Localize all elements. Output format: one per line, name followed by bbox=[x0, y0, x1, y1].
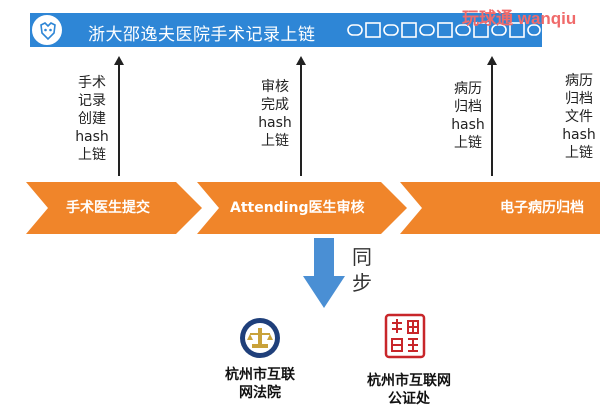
sync-label: 同 步 bbox=[352, 245, 372, 295]
step-chevron-2 bbox=[197, 182, 407, 234]
upload-label-2: 审核 完成 hash 上链 bbox=[258, 79, 292, 149]
hospital-logo-icon bbox=[30, 13, 64, 47]
upload-label-1: 手术 记录 创建 hash 上链 bbox=[75, 75, 109, 163]
upload-label-3: 病历 归档 hash 上链 bbox=[451, 81, 485, 151]
step-chevron-3 bbox=[400, 182, 600, 234]
step-label-3: 电子病历归档 bbox=[500, 200, 584, 216]
header-bar: 浙大邵逸夫医院手术记录上链 bbox=[30, 13, 542, 47]
up-arrow-line-3 bbox=[491, 64, 493, 176]
upload-label-4: 病历 归档 文件 hash 上链 bbox=[562, 73, 596, 161]
notary-label: 杭州市互联网 公证处 bbox=[367, 373, 451, 407]
step-label-1: 手术医生提交 bbox=[66, 200, 150, 216]
up-arrow-line-2 bbox=[300, 64, 302, 176]
up-arrow-3 bbox=[487, 56, 497, 65]
page-title: 浙大邵逸夫医院手术记录上链 bbox=[88, 25, 316, 45]
notary-seal-icon bbox=[384, 313, 426, 359]
watermark: 玩球通 wanqiu bbox=[462, 9, 577, 28]
blockchain-chain-icon bbox=[347, 22, 541, 38]
up-arrow-line-1 bbox=[118, 64, 120, 176]
court-emblem-icon bbox=[240, 318, 280, 358]
sync-down-arrow-icon bbox=[303, 238, 345, 308]
up-arrow-1 bbox=[114, 56, 124, 65]
up-arrow-2 bbox=[296, 56, 306, 65]
step-label-2: Attending医生审核 bbox=[230, 200, 365, 216]
court-label: 杭州市互联 网法院 bbox=[225, 367, 295, 401]
step-chevron-1 bbox=[26, 182, 202, 234]
